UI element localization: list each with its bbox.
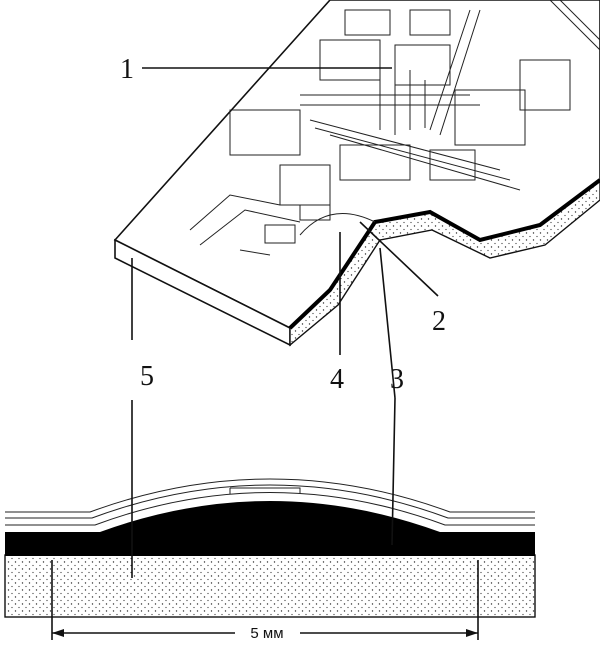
leader-lines [51,67,479,640]
cross-section [4,478,536,618]
label-2: 2 [432,306,446,337]
label-1: 1 [120,54,134,85]
substrate [4,554,536,618]
label-3: 3 [390,364,404,395]
circuit-traces [189,0,600,256]
chip-isometric [113,0,600,347]
label-4: 4 [330,364,344,395]
dimension-text: 5 мм [250,625,283,642]
insulation-layer [288,178,600,330]
oxide-bump-layer [5,501,535,556]
label-5: 5 [140,361,154,392]
dimension-line: 5 мм [52,625,478,642]
